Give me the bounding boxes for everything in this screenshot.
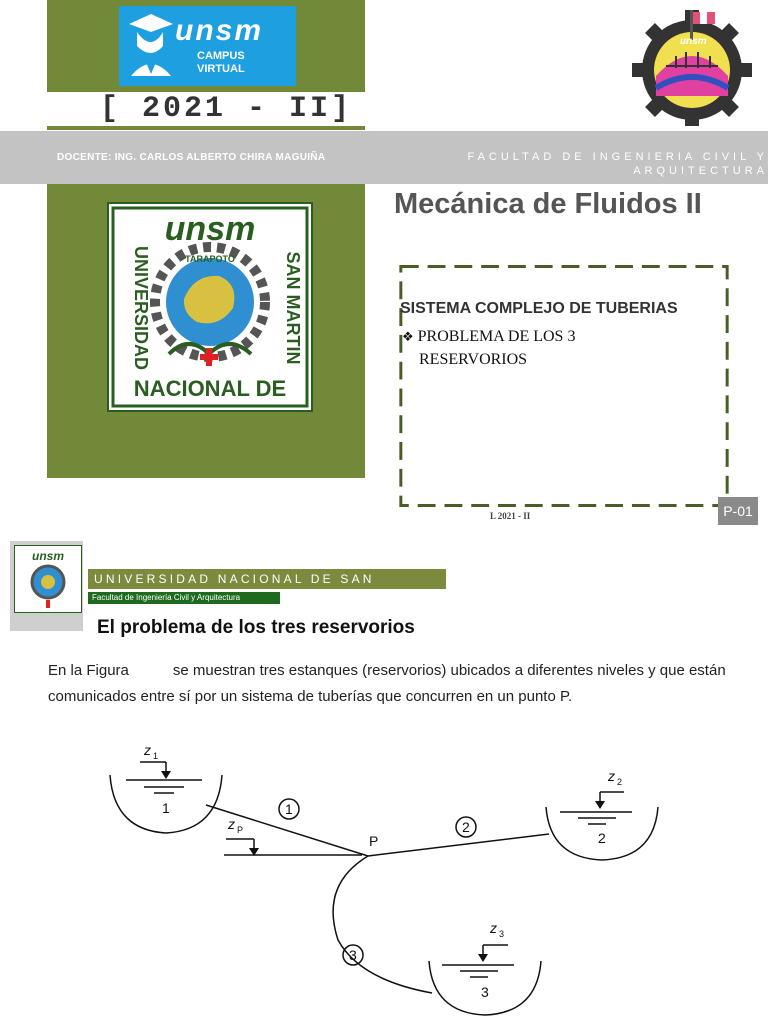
reservoir-2-shape bbox=[545, 806, 659, 861]
topic-item-line2: RESERVORIOS bbox=[419, 351, 528, 368]
small-university-logo: unsm bbox=[14, 545, 82, 613]
seal-word: unsm bbox=[165, 210, 256, 248]
seal-bottom-text: NACIONAL DE bbox=[134, 376, 286, 401]
reservoir-1-shape bbox=[109, 774, 223, 834]
footer-tag: L 2021 - II bbox=[490, 511, 531, 521]
faculty-label: FACULTAD DE INGENIERIA CIVIL Y ARQUITECT… bbox=[467, 151, 768, 177]
seal-top-text: TARAPOTO bbox=[185, 254, 235, 264]
z2-label: z bbox=[607, 768, 615, 784]
faculty-band: Facultad de Ingeniería Civil y Arquitect… bbox=[88, 592, 280, 604]
z2-sub: 2 bbox=[617, 777, 622, 787]
university-band: UNIVERSIDAD NACIONAL DE SAN MARTIN bbox=[88, 569, 446, 606]
reservoir-3-shape bbox=[428, 960, 542, 1016]
pipe-2 bbox=[367, 833, 550, 857]
semester-year: [ 2021 - II] bbox=[100, 92, 353, 126]
course-title: Mecánica de Fluidos II bbox=[394, 188, 702, 220]
logo-word: unsm bbox=[175, 14, 264, 47]
year-bottom-rule bbox=[47, 126, 365, 130]
graduate-figure-icon bbox=[129, 14, 173, 76]
pipe-1 bbox=[205, 804, 369, 857]
pipe-1-label: 1 bbox=[285, 801, 293, 817]
logo-subtitle: CAMPUS VIRTUAL bbox=[197, 50, 245, 75]
paragraph-part1: En la Figura bbox=[48, 662, 129, 679]
reservoir-1-label: 1 bbox=[162, 800, 170, 816]
page-code-badge: P-01 bbox=[718, 497, 758, 525]
z1-label: z bbox=[143, 742, 151, 758]
reservoir-2-label: 2 bbox=[598, 830, 606, 846]
junction-p-label: P bbox=[369, 833, 378, 849]
z3-sub: 3 bbox=[499, 929, 504, 939]
reservoir-3-label: 3 bbox=[481, 984, 489, 1000]
section-heading: El problema de los tres reservorios bbox=[97, 617, 415, 638]
diamond-bullet-icon: ❖ bbox=[402, 329, 414, 344]
topic-bullet-item: ❖ PROBLEMA DE LOS 3 RESERVORIOS bbox=[402, 325, 575, 371]
pipe-3-label: 3 bbox=[349, 947, 357, 963]
seal-graphic: unsm TARAPOTO UNIVERSIDAD SAN MARTIN NAC… bbox=[111, 206, 309, 408]
paragraph-part2: se muestran tres estanques (reservorios)… bbox=[48, 662, 726, 705]
z1-sub: 1 bbox=[153, 751, 158, 761]
z3-label: z bbox=[489, 920, 497, 936]
seal-left-text: UNIVERSIDAD bbox=[131, 246, 151, 370]
svg-text:unsm: unsm bbox=[32, 549, 64, 563]
topic-dashed-box bbox=[399, 265, 729, 508]
header-grey-band bbox=[0, 131, 768, 184]
campus-virtual-logo[interactable]: unsm CAMPUS VIRTUAL bbox=[119, 6, 296, 86]
year-top-rule bbox=[47, 88, 365, 92]
small-seal-icon: unsm bbox=[30, 549, 66, 608]
pipe-3 bbox=[332, 855, 433, 994]
topic-item-line1: PROBLEMA DE LOS 3 bbox=[417, 328, 576, 345]
university-seal: unsm TARAPOTO UNIVERSIDAD SAN MARTIN NAC… bbox=[107, 202, 313, 412]
zp-label: z bbox=[227, 816, 235, 832]
docente-label: DOCENTE: ING. CARLOS ALBERTO CHIRA MAGUI… bbox=[57, 152, 326, 163]
faculty-gear-logo: unsm bbox=[632, 10, 752, 126]
pipe-2-label: 2 bbox=[462, 819, 470, 835]
svg-text:unsm: unsm bbox=[680, 36, 707, 47]
seal-right-text: SAN MARTIN bbox=[283, 252, 303, 365]
zp-sub: P bbox=[237, 825, 243, 835]
three-reservoir-diagram: z 1 z 2 z 3 z P 1 2 3 1 2 3 P bbox=[109, 742, 659, 1016]
topic-title: SISTEMA COMPLEJO DE TUBERIAS bbox=[400, 300, 678, 317]
